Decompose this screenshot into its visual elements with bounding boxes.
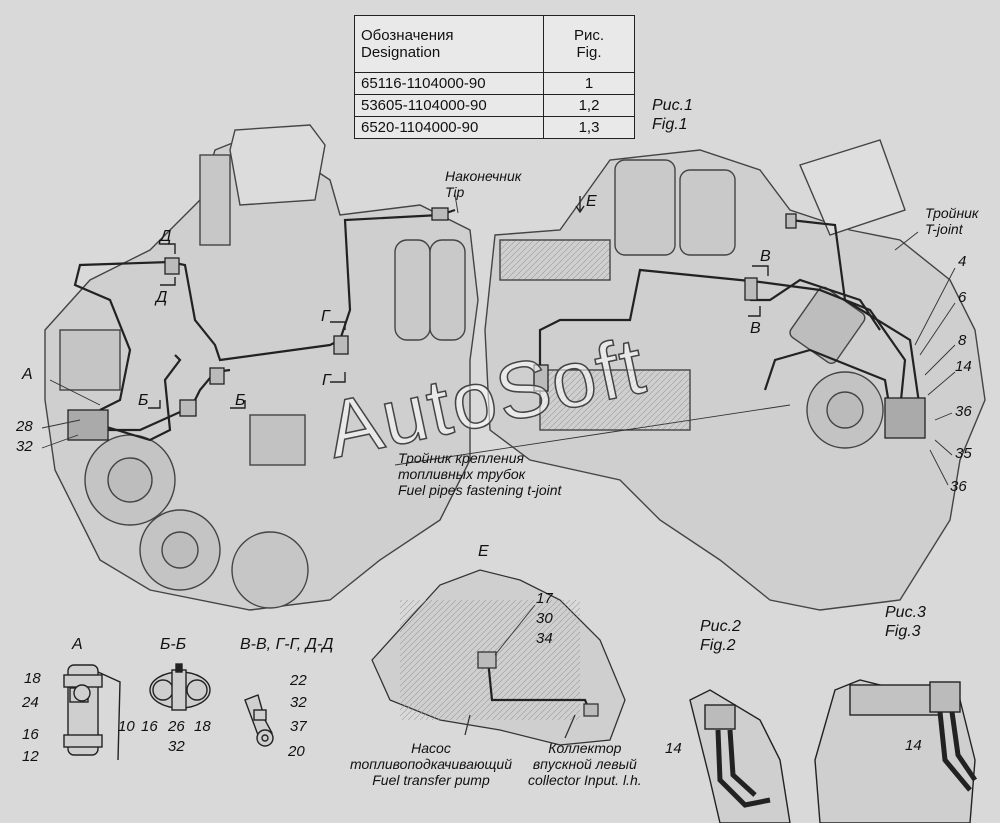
part-number-24: 24 bbox=[22, 694, 39, 711]
part-number-22: 22 bbox=[290, 672, 307, 689]
fig3-part-number-14: 14 bbox=[905, 737, 922, 754]
part-number-16-bb: 16 bbox=[141, 718, 158, 735]
part-number-8: 8 bbox=[958, 332, 967, 349]
view-e-detail bbox=[371, 569, 626, 746]
part-number-36-lower: 36 bbox=[950, 478, 967, 495]
right-fuel-pipes bbox=[538, 218, 922, 411]
part-number-16: 16 bbox=[22, 726, 39, 743]
section-mark-d-bottom: Д bbox=[156, 289, 168, 306]
fig2-part-number-14: 14 bbox=[665, 740, 682, 757]
part-number-20: 20 bbox=[288, 743, 305, 760]
fittings bbox=[67, 207, 926, 441]
table-header-designation: Обозначения Designation bbox=[354, 15, 544, 73]
part-number-14: 14 bbox=[955, 358, 972, 375]
fig3-detail bbox=[814, 679, 978, 823]
part-number-35: 35 bbox=[955, 445, 972, 462]
designation-table: Обозначения Designation Рис. Fig. 65116-… bbox=[354, 15, 635, 139]
table-cell-fig: 1,3 bbox=[543, 116, 635, 139]
left-engine-body bbox=[44, 124, 479, 611]
part-number-4: 4 bbox=[958, 253, 967, 270]
view-e-arrow-label: Е bbox=[586, 193, 597, 210]
fig3-caption: Рис.3 Fig.3 bbox=[885, 604, 926, 640]
leader-lines bbox=[41, 194, 956, 486]
part-number-26: 26 bbox=[168, 718, 185, 735]
section-mark-v-bottom: В bbox=[750, 320, 761, 337]
table-row: 65116-1104000-90 1 bbox=[354, 72, 635, 95]
part-number-36: 36 bbox=[955, 403, 972, 420]
table-cell-designation: 53605-1104000-90 bbox=[354, 94, 544, 117]
table-row: 6520-1104000-90 1,3 bbox=[354, 116, 635, 139]
tjoint-callout: Тройник T-joint bbox=[925, 205, 979, 237]
part-number-18-bb: 18 bbox=[194, 718, 211, 735]
part-number-17: 17 bbox=[536, 590, 553, 607]
collector-callout: Коллектор впускной левый collector Input… bbox=[528, 740, 642, 788]
view-vv-detail bbox=[244, 694, 274, 747]
part-number-6: 6 bbox=[958, 289, 967, 306]
table-cell-designation: 65116-1104000-90 bbox=[354, 72, 544, 95]
table-cell-fig: 1,2 bbox=[543, 94, 635, 117]
table-cell-fig: 1 bbox=[543, 72, 635, 95]
left-fuel-pipes bbox=[73, 208, 456, 442]
section-mark-v-top: В bbox=[760, 248, 771, 265]
view-a-marker: А bbox=[22, 366, 33, 383]
fig2-caption: Рис.2 Fig.2 bbox=[700, 618, 741, 654]
tip-callout: Наконечник Tip bbox=[445, 168, 522, 200]
part-number-34: 34 bbox=[536, 630, 553, 647]
part-number-18: 18 bbox=[24, 670, 41, 687]
part-number-28: 28 bbox=[16, 418, 33, 435]
table-row: 53605-1104000-90 1,2 bbox=[354, 94, 635, 117]
table-cell-designation: 6520-1104000-90 bbox=[354, 116, 544, 139]
view-a-detail bbox=[63, 664, 121, 761]
fastening-tjoint-callout: Тройник крепления топливных трубок Fuel … bbox=[398, 450, 562, 498]
table-header-fig: Рис. Fig. bbox=[543, 15, 635, 73]
view-e-title: Е bbox=[478, 543, 489, 560]
section-mark-g-top: Г bbox=[321, 308, 330, 325]
view-vv-title: В-В, Г-Г, Д-Д bbox=[240, 636, 334, 653]
part-number-12: 12 bbox=[22, 748, 39, 765]
section-arrows bbox=[148, 196, 769, 409]
view-bb-detail bbox=[149, 663, 211, 711]
part-number-32: 32 bbox=[16, 438, 33, 455]
fuel-pump-callout: Насос топливоподкачивающий Fuel transfer… bbox=[350, 740, 512, 788]
section-mark-d-top: Д bbox=[160, 228, 172, 245]
section-mark-g-bottom: Г bbox=[322, 372, 331, 389]
section-mark-b-left: Б bbox=[138, 392, 149, 409]
fig2-detail bbox=[689, 689, 791, 823]
section-mark-b-right: Б bbox=[235, 392, 246, 409]
part-number-10: 10 bbox=[118, 718, 135, 735]
view-bb-title: Б-Б bbox=[160, 636, 187, 653]
view-a-title: А bbox=[72, 636, 83, 653]
part-number-37: 37 bbox=[290, 718, 307, 735]
part-number-32-bb: 32 bbox=[168, 738, 185, 755]
part-number-30: 30 bbox=[536, 610, 553, 627]
part-number-32-vv: 32 bbox=[290, 694, 307, 711]
fig1-caption: Рис.1 Fig.1 bbox=[652, 97, 693, 133]
right-engine-body bbox=[484, 139, 986, 611]
